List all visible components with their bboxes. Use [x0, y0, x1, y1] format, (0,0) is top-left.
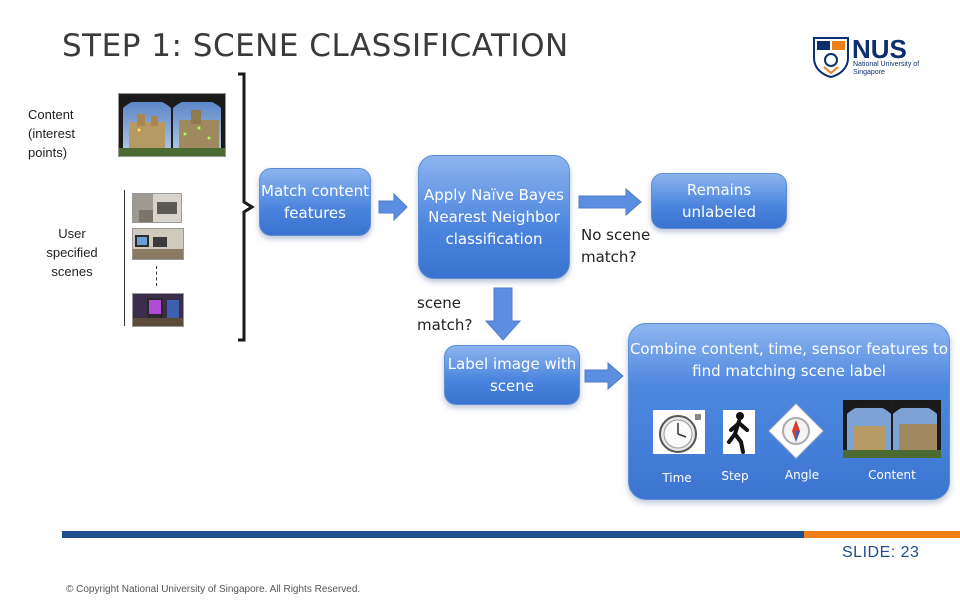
- content-photo-small: [843, 400, 941, 458]
- footer-bar-orange: [804, 531, 960, 538]
- nbnn-classification-box: Apply Naïve Bayes Nearest Neighbor class…: [418, 155, 570, 279]
- step-label: Step: [721, 469, 749, 483]
- logo-name: NUS: [852, 34, 907, 64]
- match-content-features-box: Match content features: [259, 168, 371, 236]
- compass-icon: [767, 402, 825, 460]
- user-scenes-label: User specified scenes: [46, 226, 98, 279]
- scene-ellipsis-line: [156, 266, 157, 286]
- grouping-bracket: [238, 72, 255, 342]
- combine-features-text: Combine content, time, sensor features t…: [629, 340, 949, 380]
- time-label: Time: [662, 471, 692, 485]
- copyright-notice: © Copyright National University of Singa…: [66, 584, 361, 595]
- scene-thumbnail: [132, 193, 182, 223]
- arrow-right-icon: [578, 188, 642, 216]
- scene-thumbnail: [132, 228, 184, 260]
- stopwatch-icon: [653, 410, 705, 454]
- label-image-box: Label image with scene: [444, 345, 580, 405]
- footer-bar-blue: [62, 531, 804, 538]
- content-label: Content (interest points): [28, 107, 75, 160]
- angle-label: Angle: [784, 468, 820, 482]
- remains-unlabeled-box: Remains unlabeled: [651, 173, 787, 229]
- scene-thumbnail: [132, 293, 184, 327]
- no-scene-match-label: No scene match?: [581, 226, 651, 266]
- logo-subtitle: National University of Singapore: [853, 61, 920, 76]
- scene-match-label: scene match?: [417, 294, 473, 334]
- nus-crest-icon: [813, 37, 849, 78]
- combine-features-box: Combine content, time, sensor features t…: [628, 323, 950, 500]
- slide-number: SLIDE: 23: [842, 544, 920, 561]
- content-feature-label: Content: [868, 468, 916, 482]
- content-photo: [118, 93, 226, 157]
- arrow-right-icon: [378, 193, 408, 221]
- walking-person-icon: [723, 410, 755, 454]
- arrow-down-icon: [485, 287, 521, 341]
- scenes-divider: [124, 190, 125, 326]
- arrow-right-icon: [584, 362, 624, 390]
- nus-logo: [812, 36, 934, 80]
- slide-title: STEP 1: SCENE CLASSIFICATION: [62, 28, 569, 64]
